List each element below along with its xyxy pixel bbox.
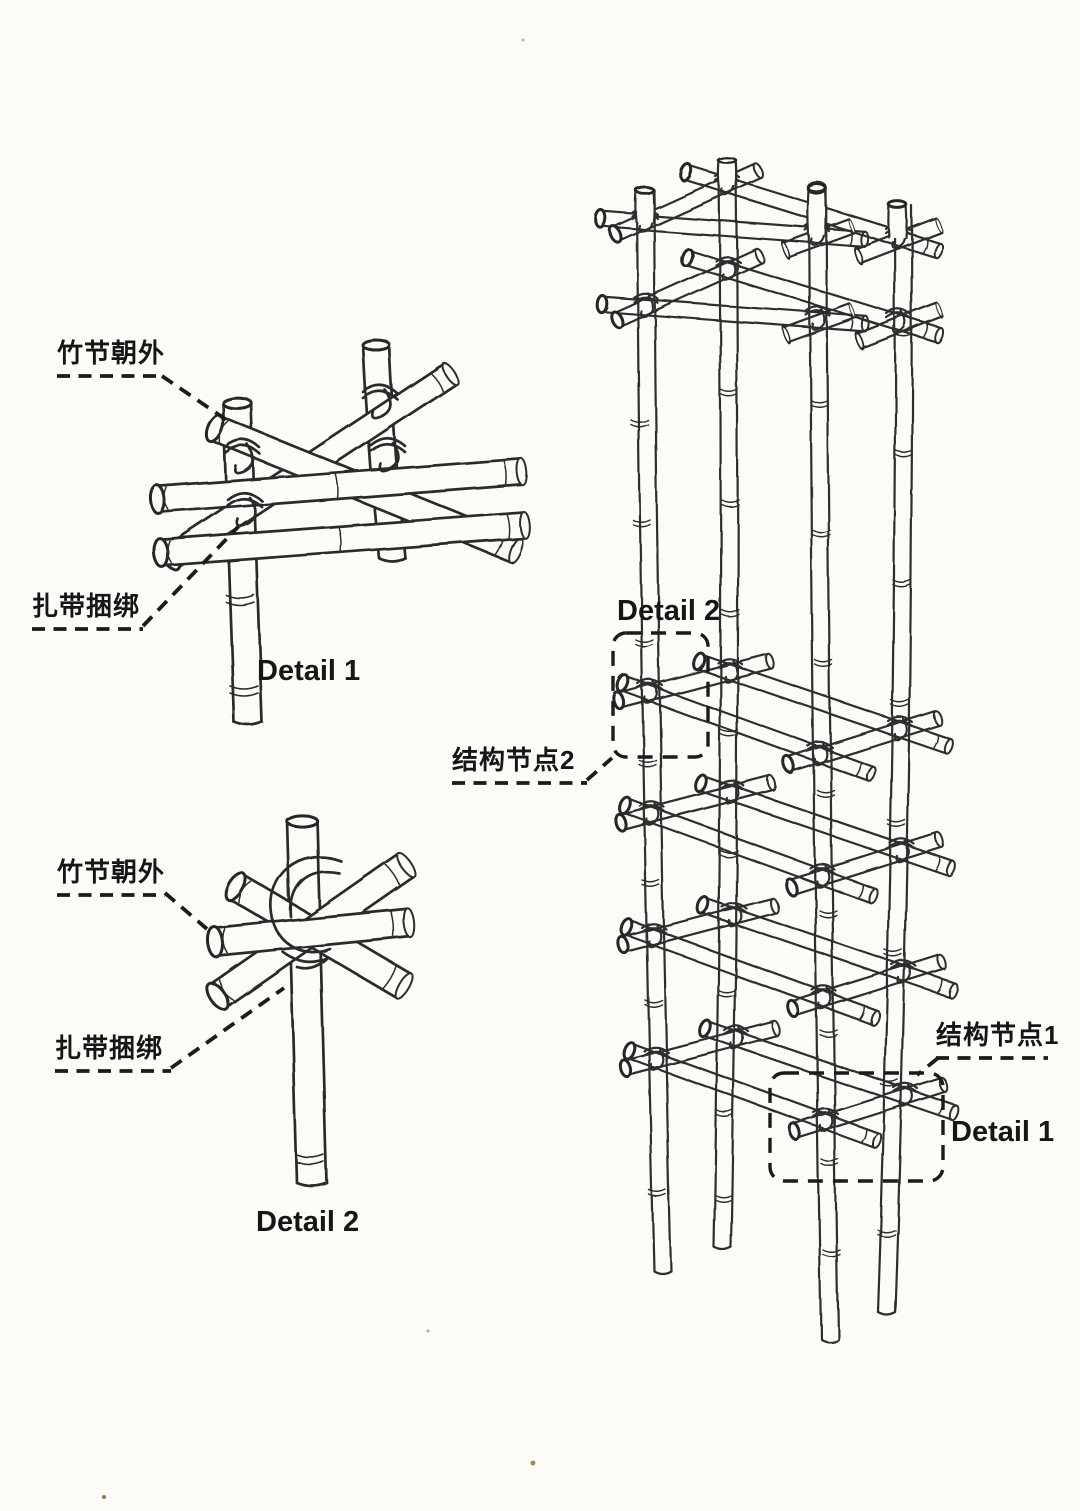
detail1-node-label: 竹节朝外: [56, 338, 165, 368]
detail1-tie-leader: [32, 525, 240, 631]
detail2-node-label: 竹节朝外: [56, 857, 165, 887]
tower-drawing: [596, 156, 961, 1343]
zip-tie-loop: [269, 855, 343, 954]
detail2-tie-label: 扎带捆绑: [55, 1033, 163, 1063]
pole-finial: [887, 200, 909, 240]
pole-finial: [808, 183, 826, 235]
bamboo-pole: [876, 204, 914, 1316]
tower-detail2-label: Detail 2: [617, 595, 720, 627]
tower-node2-leader: [452, 756, 614, 785]
tower-detail1-box: [768, 1071, 945, 1183]
detail-2-drawing: [201, 813, 421, 1188]
detail2-caption: Detail 2: [256, 1206, 359, 1238]
tower-node2-label: 结构节点2: [452, 745, 575, 775]
detail-1-drawing: [148, 338, 533, 727]
paper-speck: [530, 1460, 536, 1466]
zip-tie-loop: [281, 950, 329, 970]
detail1-tie-label: 扎带捆绑: [32, 591, 140, 621]
detail1-node-leader: [57, 374, 230, 423]
pole-finial: [716, 156, 738, 187]
detail2-tie-leader: [55, 986, 286, 1073]
paper-speck: [426, 1329, 430, 1333]
pole-finial: [634, 185, 656, 224]
zip-tie-loop: [289, 870, 341, 919]
detail2-node-leader: [57, 891, 209, 931]
bamboo-pole: [630, 190, 673, 1275]
paper-speck: [102, 1495, 106, 1499]
tower-node1-label: 结构节点1: [936, 1020, 1059, 1050]
tower-detail2-box: [611, 631, 710, 759]
tower-detail1-label: Detail 1: [951, 1116, 1054, 1148]
paper-speck: [521, 38, 525, 42]
detail1-caption: Detail 1: [257, 655, 360, 687]
